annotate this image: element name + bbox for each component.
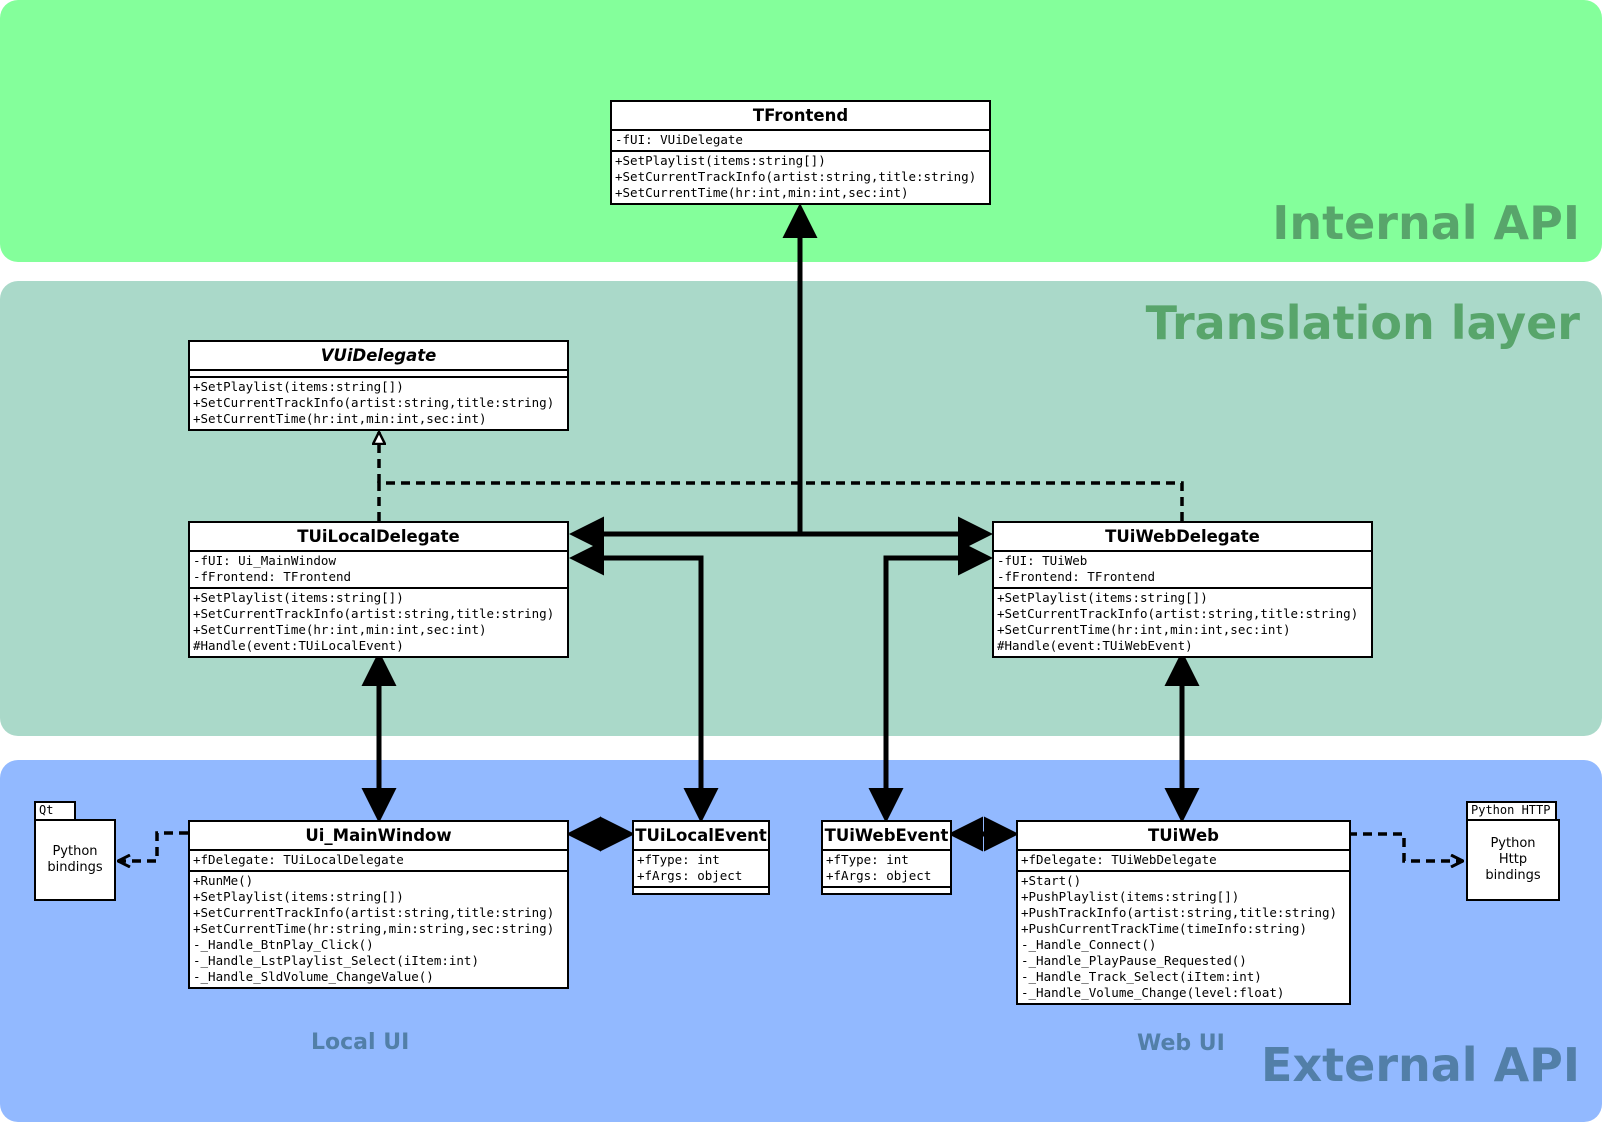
qt-package-label: Python bindings — [47, 844, 103, 875]
attributes: -fUI: VUiDelegate — [612, 131, 989, 150]
method: +SetCurrentTrackInfo(artist:string,title… — [193, 395, 555, 410]
method: -_Handle_Volume_Change(level:float) — [1021, 985, 1285, 1000]
attribute: -fFrontend: TFrontend — [193, 569, 352, 584]
class-tuilocaldelegate: TUiLocalDelegate -fUI: Ui_MainWindow -fF… — [188, 521, 569, 658]
method: +PushCurrentTrackTime(timeInfo:string) — [1021, 921, 1307, 936]
attribute: -fFrontend: TFrontend — [997, 569, 1156, 584]
attributes: -fUI: TUiWeb -fFrontend: TFrontend — [994, 552, 1371, 587]
class-name: Ui_MainWindow — [190, 822, 567, 851]
method: -_Handle_Track_Select(iItem:int) — [1021, 969, 1262, 984]
class-ui-mainwindow: Ui_MainWindow +fDelegate: TUiLocalDelega… — [188, 820, 569, 989]
class-name: TUiWebEvent — [823, 822, 950, 851]
method: -_Handle_SldVolume_ChangeValue() — [193, 969, 434, 984]
methods: +RunMe() +SetPlaylist(items:string[]) +S… — [190, 870, 567, 987]
class-tuiwebevent: TUiWebEvent +fType: int +fArgs: object — [821, 820, 952, 895]
method: +PushPlaylist(items:string[]) — [1021, 889, 1240, 904]
qt-package: Python bindings — [34, 819, 116, 901]
class-name: TUiWeb — [1018, 822, 1349, 851]
web-event-link — [868, 540, 993, 823]
class-name: TUiLocalEvent — [634, 822, 768, 851]
methods — [634, 886, 768, 893]
python-http-package-tab: Python HTTP — [1466, 801, 1557, 821]
method: +SetCurrentTime(hr:int,min:int,sec:int) — [615, 185, 909, 200]
class-tuiwebdelegate: TUiWebDelegate -fUI: TUiWeb -fFrontend: … — [992, 521, 1373, 658]
method: +SetCurrentTrackInfo(artist:string,title… — [615, 169, 977, 184]
methods: +Start() +PushPlaylist(items:string[]) +… — [1018, 870, 1349, 1003]
python-http-package-label: Python Http bindings — [1485, 836, 1541, 883]
attribute: -fUI: Ui_MainWindow — [193, 553, 336, 568]
method: +SetCurrentTime(hr:int,min:int,sec:int) — [193, 622, 487, 637]
internal-api-label: Internal API — [1272, 196, 1580, 250]
qt-dependency — [118, 831, 188, 861]
attribute: -fUI: TUiWeb — [997, 553, 1088, 568]
class-name: TUiLocalDelegate — [190, 523, 567, 552]
class-name: VUiDelegate — [190, 342, 567, 371]
methods: +SetPlaylist(items:string[]) +SetCurrent… — [190, 587, 567, 656]
method: +SetCurrentTime(hr:int,min:int,sec:int) — [193, 411, 487, 426]
method: +SetCurrentTime(hr:string,min:string,sec… — [193, 921, 555, 936]
method: +SetCurrentTrackInfo(artist:string,title… — [997, 606, 1359, 621]
attributes: +fType: int +fArgs: object — [634, 851, 768, 886]
method: +SetPlaylist(items:string[]) — [615, 153, 826, 168]
class-tuiweb: TUiWeb +fDelegate: TUiWebDelegate +Start… — [1016, 820, 1351, 1005]
class-vuidelegate: VUiDelegate +SetPlaylist(items:string[])… — [188, 340, 569, 431]
method: +PushTrackInfo(artist:string,title:strin… — [1021, 905, 1338, 920]
attributes: +fDelegate: TUiLocalDelegate — [190, 851, 567, 870]
attributes: -fUI: Ui_MainWindow -fFrontend: TFronten… — [190, 552, 567, 587]
local-ui-label: Local UI — [311, 1030, 410, 1055]
attributes: +fType: int +fArgs: object — [823, 851, 950, 886]
method: #Handle(event:TUiWebEvent) — [997, 638, 1193, 653]
method: #Handle(event:TUiLocalEvent) — [193, 638, 404, 653]
attribute: +fType: int — [637, 852, 720, 867]
http-dependency — [1348, 832, 1463, 861]
attribute: +fDelegate: TUiWebDelegate — [1021, 852, 1217, 867]
external-api-label: External API — [1261, 1038, 1580, 1092]
attribute: +fType: int — [826, 852, 909, 867]
method: -_Handle_LstPlaylist_Select(iItem:int) — [193, 953, 479, 968]
method: +SetCurrentTrackInfo(artist:string,title… — [193, 606, 555, 621]
class-tfrontend: TFrontend -fUI: VUiDelegate +SetPlaylist… — [610, 100, 991, 205]
class-name: TFrontend — [612, 102, 989, 131]
attribute: +fDelegate: TUiLocalDelegate — [193, 852, 404, 867]
translation-layer-label: Translation layer — [1145, 296, 1580, 350]
attribute: +fArgs: object — [637, 868, 743, 883]
attribute: -fUI: VUiDelegate — [615, 132, 743, 147]
method: +SetPlaylist(items:string[]) — [193, 590, 404, 605]
attribute: +fArgs: object — [826, 868, 932, 883]
attributes: +fDelegate: TUiWebDelegate — [1018, 851, 1349, 870]
method: +SetPlaylist(items:string[]) — [997, 590, 1208, 605]
qt-package-tab: Qt — [34, 801, 76, 821]
method: +SetPlaylist(items:string[]) — [193, 379, 404, 394]
methods — [823, 886, 950, 893]
methods: +SetPlaylist(items:string[]) +SetCurrent… — [994, 587, 1371, 656]
method: -_Handle_PlayPause_Requested() — [1021, 953, 1247, 968]
methods: +SetPlaylist(items:string[]) +SetCurrent… — [190, 376, 567, 429]
method: +SetCurrentTrackInfo(artist:string,title… — [193, 905, 555, 920]
method: -_Handle_Connect() — [1021, 937, 1157, 952]
class-name: TUiWebDelegate — [994, 523, 1371, 552]
method: +SetPlaylist(items:string[]) — [193, 889, 404, 904]
python-http-package: Python Http bindings — [1466, 819, 1560, 901]
methods: +SetPlaylist(items:string[]) +SetCurrent… — [612, 150, 989, 203]
method: +Start() — [1021, 873, 1082, 888]
realization-link — [377, 481, 1184, 521]
method: +RunMe() — [193, 873, 254, 888]
local-event-link — [569, 540, 719, 823]
web-ui-label: Web UI — [1137, 1031, 1225, 1056]
class-tuilocalevent: TUiLocalEvent +fType: int +fArgs: object — [632, 820, 770, 895]
method: -_Handle_BtnPlay_Click() — [193, 937, 374, 952]
method: +SetCurrentTime(hr:int,min:int,sec:int) — [997, 622, 1291, 637]
